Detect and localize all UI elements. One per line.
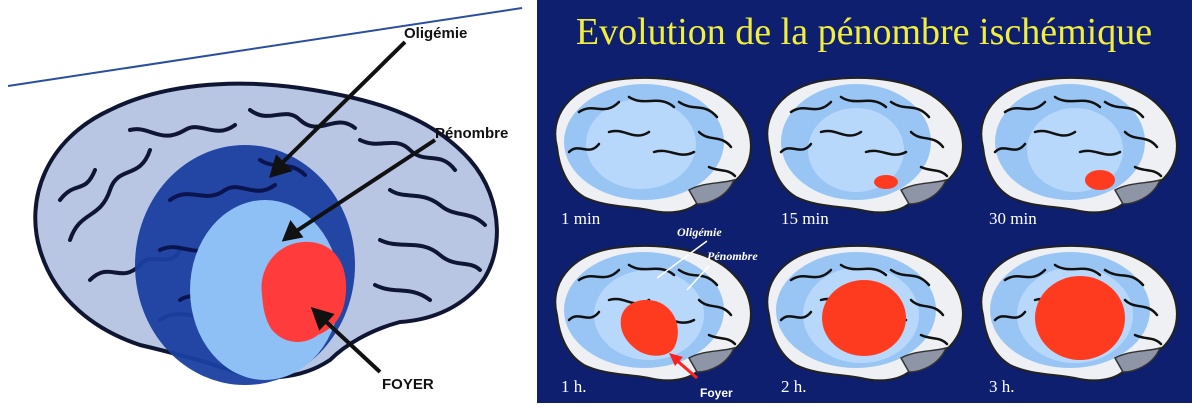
time-label: 2 h.: [781, 377, 807, 396]
annotation-penombre: Pénombre: [707, 249, 758, 263]
left-brain-diagram: Oligémie Pénombre FOYER: [0, 0, 534, 403]
right-evolution-panel: Evolution de la pénombre ischémique: [537, 0, 1192, 403]
core: [822, 280, 906, 356]
time-label: 30 min: [989, 209, 1037, 228]
core: [874, 175, 898, 189]
annotation-oligemie: Oligémie: [677, 225, 722, 239]
time-label: 1 min: [561, 209, 601, 228]
label-foyer: FOYER: [382, 376, 434, 393]
label-oligemie: Oligémie: [404, 25, 467, 42]
time-label: 1 h.: [561, 377, 587, 396]
time-label: 3 h.: [989, 377, 1015, 396]
core: [1035, 276, 1125, 360]
evolution-title: Evolution de la pénombre ischémique: [576, 11, 1152, 53]
annotation-foyer: Foyer: [700, 386, 733, 400]
time-label: 15 min: [781, 209, 829, 228]
core: [1085, 170, 1115, 190]
label-penombre: Pénombre: [435, 125, 508, 142]
